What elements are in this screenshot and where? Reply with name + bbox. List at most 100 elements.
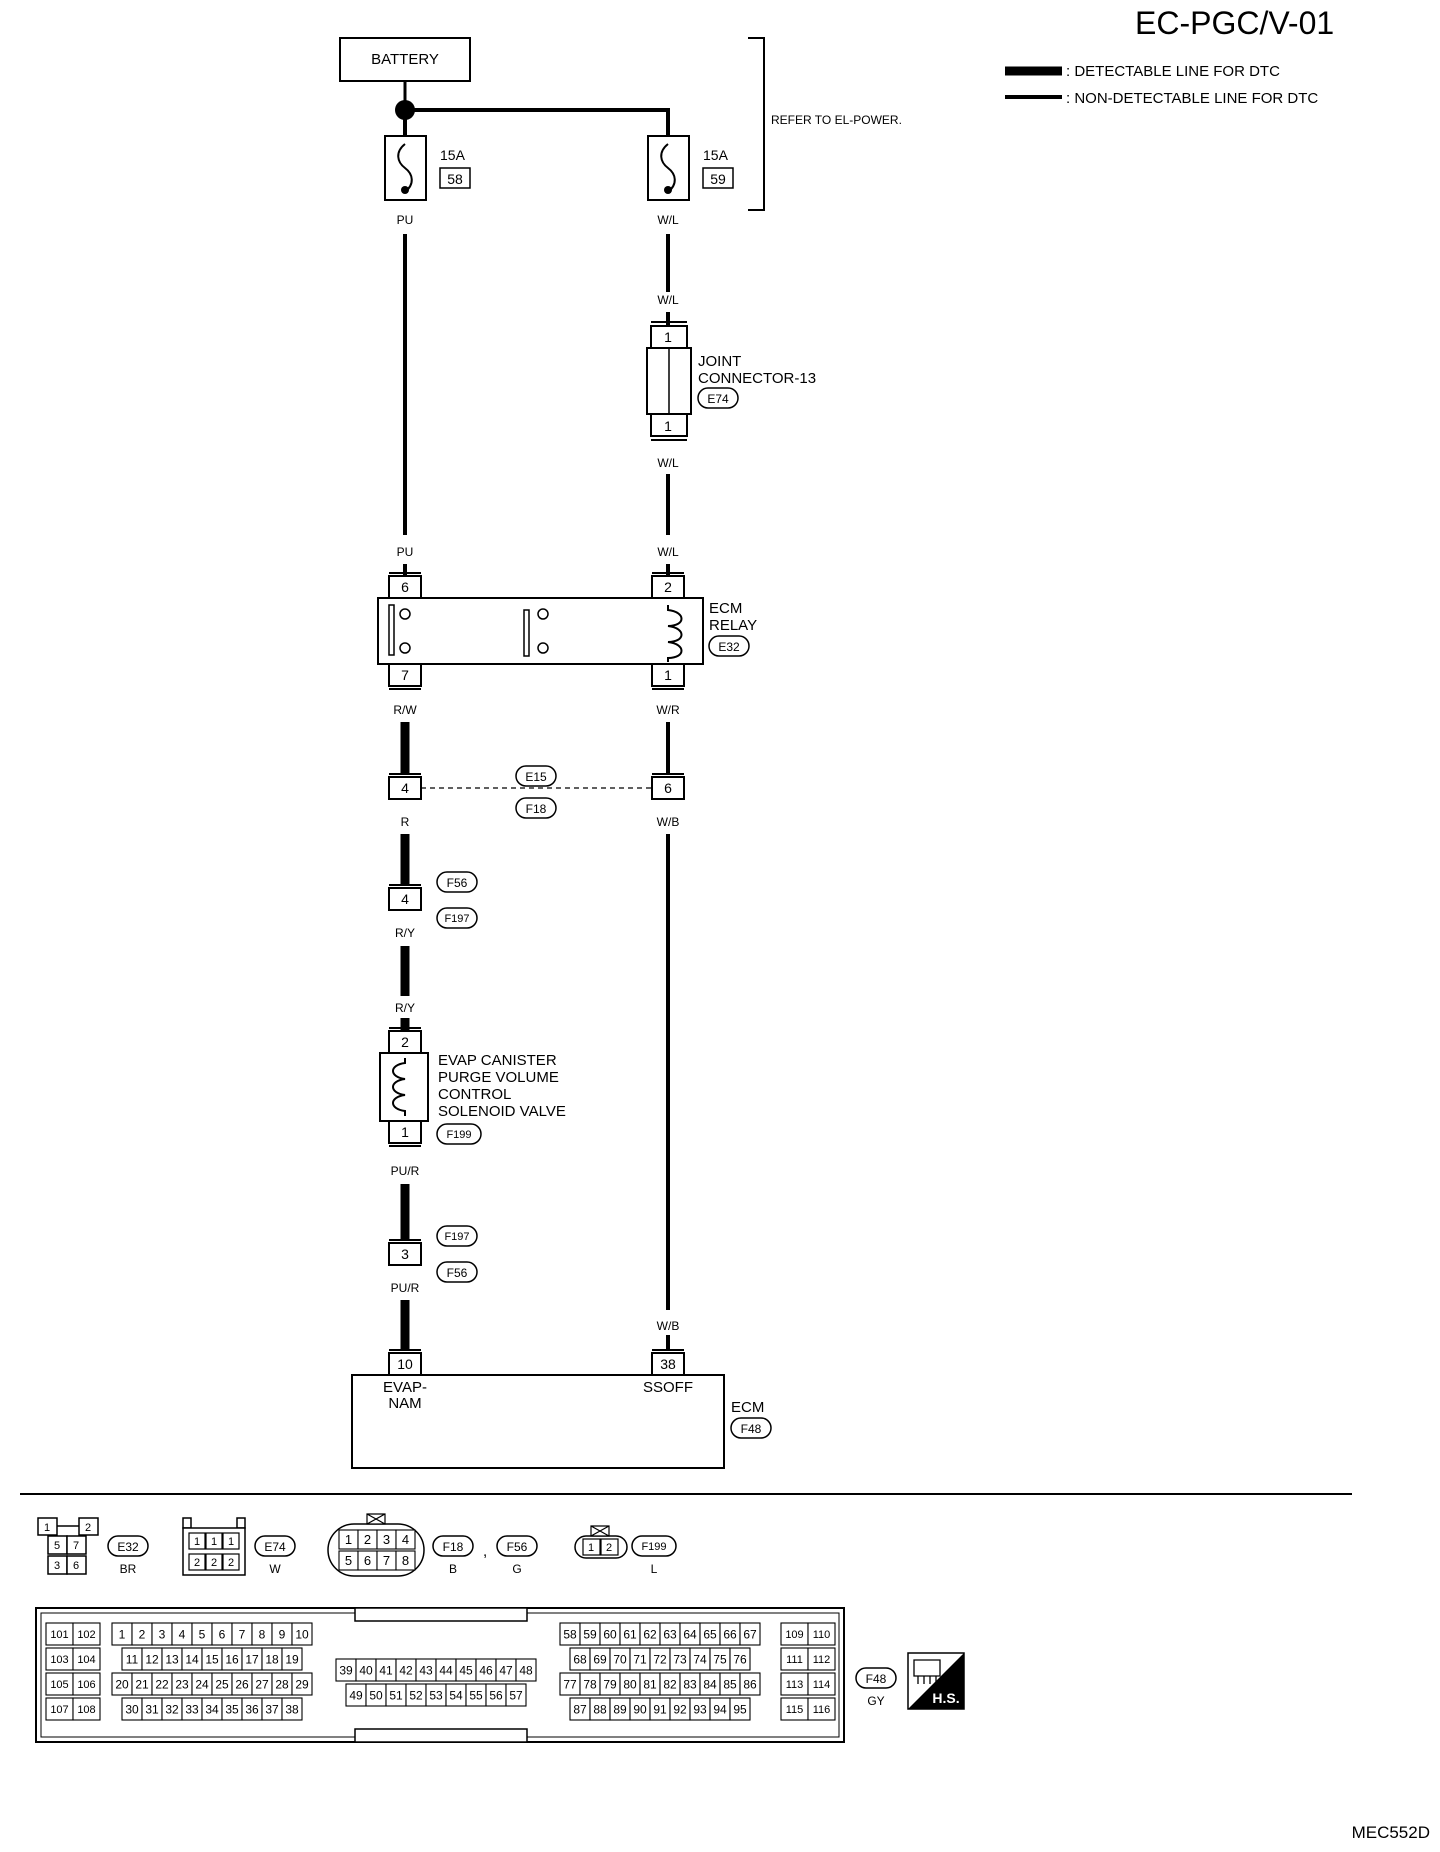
ecm-connector-top-tab <box>354 1607 528 1622</box>
f56-b-code-badge <box>436 1261 478 1283</box>
e32-view-badge <box>107 1535 149 1557</box>
ecm-pin-109: 109 <box>785 1629 803 1641</box>
ecm-pin-15: 15 <box>205 1652 219 1666</box>
e32-pin-1: 1 <box>44 1522 50 1534</box>
ecm-pin-113: 113 <box>786 1679 804 1691</box>
e74-pin-a1: 1 <box>194 1536 200 1548</box>
ecm-pin-10-cell <box>291 1622 313 1646</box>
f199-pin-2: 2 <box>606 1542 612 1554</box>
ecm-pin-63: 63 <box>663 1627 677 1641</box>
ecm-pin-105: 105 <box>50 1679 68 1691</box>
ecm-pin-68: 68 <box>573 1652 587 1666</box>
f56-view-code: F56 <box>507 1540 528 1554</box>
ecm-pin-1: 1 <box>119 1627 126 1641</box>
ecm-pin-47: 47 <box>499 1663 513 1677</box>
connector-view-f199: 1 2 F199 L <box>574 1525 677 1576</box>
f18-pin-2: 2 <box>364 1532 371 1547</box>
e32-pin-3: 3 <box>54 1560 60 1572</box>
ecm-pin-101: 101 <box>50 1629 68 1641</box>
ecm-pin-110-cell <box>807 1622 836 1646</box>
ecm-pin-29: 29 <box>295 1677 309 1691</box>
ecm-pin-92: 92 <box>673 1702 687 1716</box>
e32-cell-6 <box>66 1555 87 1575</box>
e32-cell-2 <box>78 1517 99 1536</box>
ecm-pin-84: 84 <box>703 1677 717 1691</box>
ecm-pin-38: 38 <box>285 1702 299 1716</box>
ecm-pin-14: 14 <box>185 1652 199 1666</box>
f18-view-color: B <box>449 1562 457 1576</box>
relay-right-wire-color: W/L <box>657 545 679 559</box>
e74-cell-b3 <box>222 1553 240 1571</box>
ecm-pin-65: 65 <box>703 1627 717 1641</box>
e74-view-badge <box>254 1535 296 1557</box>
ecm-pin-21: 21 <box>135 1677 149 1691</box>
e74-cell-a1 <box>188 1532 206 1550</box>
ecm-pin-70: 70 <box>613 1652 627 1666</box>
ecm-pin38: 38 <box>660 1356 676 1372</box>
f199-view-badge <box>631 1535 677 1557</box>
relay-contact-left-a <box>399 608 411 620</box>
ecm-pin-35: 35 <box>225 1702 239 1716</box>
ecm-pin-115: 115 <box>786 1704 804 1716</box>
f18-pin-6: 6 <box>364 1553 371 1568</box>
hs-label: H.S. <box>932 1690 959 1706</box>
ecm-pin-74: 74 <box>693 1652 707 1666</box>
ecm-pin-34: 34 <box>205 1702 219 1716</box>
e32-view-color: BR <box>120 1562 137 1576</box>
joint-name-2: CONNECTOR-13 <box>698 370 816 387</box>
ecm-pin-73: 73 <box>673 1652 687 1666</box>
ecm-pin-33: 33 <box>185 1702 199 1716</box>
f197-b-pin-box <box>388 1242 422 1266</box>
e15-right-pin: 6 <box>664 780 672 796</box>
ecm-pin-31: 31 <box>145 1702 159 1716</box>
ecm-pin-66: 66 <box>723 1627 737 1641</box>
relay-pin1-box <box>651 663 685 687</box>
ecm-pin-48: 48 <box>519 1663 533 1677</box>
fuse-58-dot <box>401 186 409 194</box>
f18-pin-8: 8 <box>402 1553 409 1568</box>
e74-cell-a3 <box>222 1532 240 1550</box>
joint-code: E74 <box>707 392 729 406</box>
ecm-pin-112: 112 <box>813 1654 831 1666</box>
ecm-pin-102: 102 <box>77 1629 95 1641</box>
relay-pin1: 1 <box>664 667 672 683</box>
ecm-pin-64: 64 <box>683 1627 697 1641</box>
ecm-pin-53: 53 <box>429 1688 443 1702</box>
relay-contact-mid-b <box>537 642 549 654</box>
ecm-pin-11: 11 <box>126 1652 139 1666</box>
fuse-59-amp: 15A <box>703 147 729 163</box>
ecm-pin-95: 95 <box>733 1702 747 1716</box>
ecm-pin-29-cell <box>291 1672 313 1696</box>
ecm-pin-56: 56 <box>489 1688 503 1702</box>
ecm-body <box>351 1374 725 1469</box>
relay-body <box>377 597 704 665</box>
ecm-pin-6: 6 <box>219 1627 226 1641</box>
relay-pin7: 7 <box>401 667 409 683</box>
footer-code: MEC552D <box>1352 1823 1430 1842</box>
e15-code: E15 <box>525 770 547 784</box>
ecm-pin-16: 16 <box>225 1652 239 1666</box>
relay-pin6: 6 <box>401 579 409 595</box>
ecm-pin-54: 54 <box>449 1688 463 1702</box>
f48-view-badge <box>855 1667 897 1689</box>
ecm-pin-81: 81 <box>643 1677 657 1691</box>
f199-view-color: L <box>651 1562 658 1576</box>
e15-left-wire-color: R <box>401 815 410 829</box>
fuse-59-dot <box>664 186 672 194</box>
legend-non-detectable-label: : NON-DETECTABLE LINE FOR DTC <box>1066 90 1318 107</box>
relay-contact-left-bar <box>388 604 395 656</box>
joint-top-pin: 1 <box>664 329 672 345</box>
ecm-pin-13: 13 <box>165 1652 179 1666</box>
ecm-pin-88: 88 <box>593 1702 607 1716</box>
f197-b-wire-color: PU/R <box>391 1281 420 1295</box>
evap-coil <box>392 1058 406 1116</box>
ecm-pin-76: 76 <box>733 1652 747 1666</box>
fuse-58-amp: 15A <box>440 147 466 163</box>
fuse-58-number: 58 <box>447 171 463 187</box>
f199-view-code: F199 <box>641 1541 666 1553</box>
ecm-pin-86-cell <box>739 1672 761 1696</box>
ecm-pin-8: 8 <box>259 1627 266 1641</box>
